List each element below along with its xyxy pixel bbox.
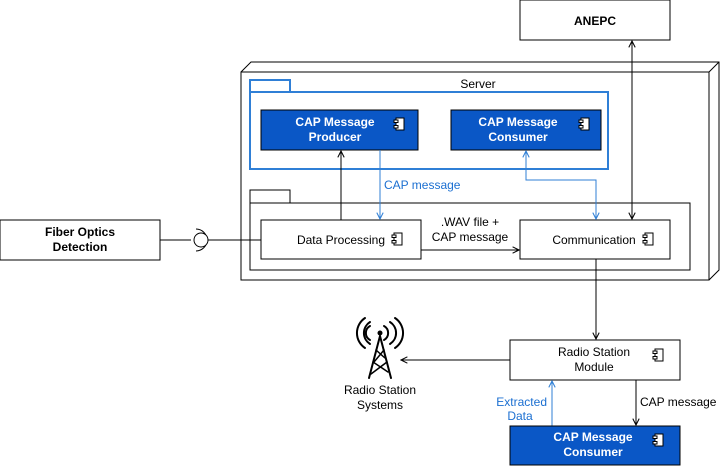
radio-station-module-node: Radio Station Module [509, 339, 681, 381]
cap-message-consumer-server: CAP Message Consumer [450, 109, 602, 151]
component-icon [578, 117, 590, 131]
wav-label-line2: CAP message [432, 230, 509, 244]
data-processing-node: Data Processing [260, 219, 422, 260]
anepc-node: ANEPC [519, 0, 671, 41]
communication-label: Communication [552, 233, 635, 247]
cap-message-consumer-external: CAP Message Consumer [509, 425, 681, 466]
cap-message-edge-label: CAP message [384, 178, 461, 192]
wav-label-line1: .WAV file + [441, 215, 499, 229]
radio-module-label-line1: Radio Station [558, 345, 630, 359]
fiber-optics-detection-node: Fiber Optics Detection [0, 219, 161, 261]
component-icon [652, 433, 664, 447]
server-label: Server [460, 77, 495, 91]
radio-systems-label-line1: Radio Station [344, 383, 416, 397]
component-icon [652, 348, 664, 362]
ext-consumer-label-line1: CAP Message [553, 430, 632, 444]
anepc-label: ANEPC [574, 14, 616, 28]
consumer-label-line1: CAP Message [478, 115, 557, 129]
interface-socket [160, 228, 261, 252]
ext-consumer-label-line2: Consumer [563, 445, 623, 459]
extracted-label-line1: Extracted [496, 395, 547, 409]
producer-label-line2: Producer [309, 130, 362, 144]
data-processing-label: Data Processing [297, 233, 385, 247]
component-icon [393, 117, 405, 131]
component-icon [642, 232, 654, 246]
radio-module-label-line2: Module [574, 360, 614, 374]
producer-label-line1: CAP Message [295, 115, 374, 129]
edge-consumer-communication [526, 151, 596, 219]
communication-node: Communication [519, 219, 671, 260]
extracted-label-line2: Data [507, 409, 533, 423]
component-icon [391, 232, 403, 246]
cap-message-right-label: CAP message [640, 395, 717, 409]
radio-tower-icon [356, 317, 404, 379]
fiber-label-line2: Detection [53, 240, 108, 254]
radio-systems-label-line2: Systems [357, 398, 403, 412]
fiber-label-line1: Fiber Optics [45, 225, 115, 239]
cap-message-producer: CAP Message Producer [260, 109, 419, 151]
consumer-label-line2: Consumer [488, 130, 548, 144]
